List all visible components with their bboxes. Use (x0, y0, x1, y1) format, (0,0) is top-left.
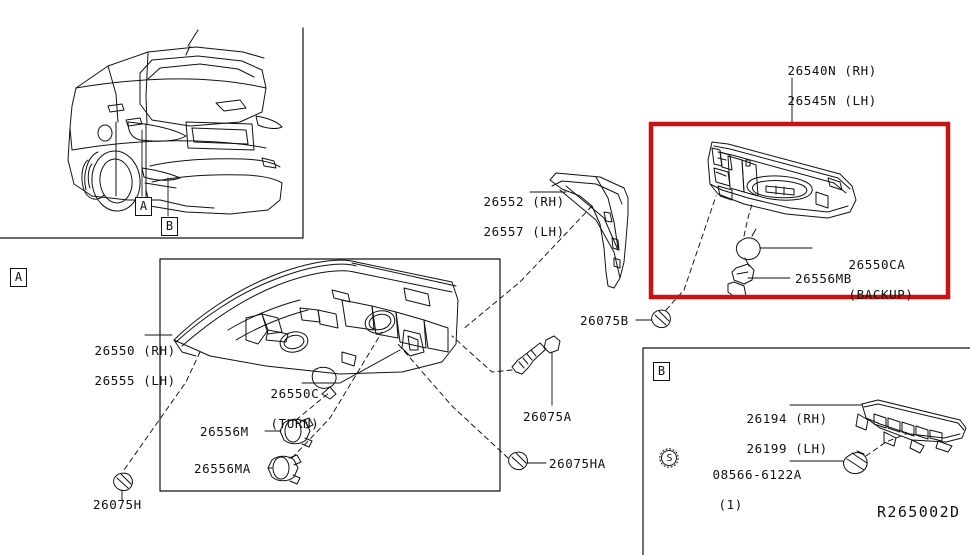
label-backup-bulb: 26550CA (BACKUP) (816, 242, 914, 317)
label-line-1: 26194 (RH) (746, 411, 828, 426)
backup-bulb-drawing (735, 228, 761, 267)
label-line-2: 26199 (LH) (746, 441, 828, 456)
label-line-1: 26550C (270, 386, 320, 401)
label-line-1: 26550CA (848, 257, 906, 272)
drawing-id: R265002D (877, 503, 961, 521)
clip-b-drawing (651, 309, 671, 329)
label-screw-08566: 08566-6122A (1) (680, 452, 802, 527)
tail-lamp-assembly-drawing (173, 259, 459, 375)
high-mount-lamp-drawing (855, 399, 967, 454)
leader-lines-solid (121, 77, 863, 501)
backup-socket-drawing (727, 263, 755, 299)
label-line-2: 26557 (LH) (483, 224, 565, 239)
turn-bulb-drawing (311, 366, 337, 400)
label-line-2: (BACKUP) (848, 287, 914, 302)
label-line-1: 26552 (RH) (483, 194, 565, 209)
label-screw-a: 26075A (523, 409, 572, 424)
section-b-frame (642, 347, 970, 555)
label-line-1: 08566-6122A (712, 467, 802, 482)
vehicle-callout-a: A (135, 197, 152, 216)
section-b-badge: B (653, 362, 670, 381)
label-backup-socket: 26556MB (795, 271, 852, 286)
clip-h-drawing (113, 472, 133, 492)
lamp-bracket-drawing (549, 172, 629, 289)
leader-lines-dashed (123, 195, 907, 471)
vehicle-callout-b: B (161, 217, 178, 236)
label-line-2: (1) (718, 497, 743, 512)
label-line-1: 26540N (RH) (787, 63, 877, 78)
supplier-s-icon: S (666, 453, 673, 464)
screw-a-drawing (511, 335, 561, 375)
backdoor-lamp-drawing (707, 141, 857, 219)
label-line-2: 26545N (LH) (787, 93, 877, 108)
vehicle-inset-frame (0, 27, 304, 239)
label-turn-bulb: 26550C (TURN) (238, 371, 319, 446)
label-line-2: 26555 (LH) (94, 373, 176, 388)
clip-ha-drawing (508, 451, 528, 471)
screw-08566-drawing (843, 450, 868, 475)
supplier-mark-circle (659, 448, 679, 468)
label-tail-lamp-assembly: 26550 (RH) 26555 (LH) (62, 328, 176, 403)
label-clip-ha: 26075HA (549, 456, 606, 471)
socket-ma-drawing (267, 454, 302, 485)
section-a-frame (159, 258, 501, 492)
label-lamp-bracket: 26552 (RH) 26557 (LH) (451, 179, 565, 254)
label-socket-ma: 26556MA (194, 461, 251, 476)
red-highlight-box (648, 121, 951, 300)
label-line-2: (TURN) (270, 416, 320, 431)
label-backdoor-lamp: 26540N (RH) 26545N (LH) (755, 48, 877, 123)
label-clip-b: 26075B (580, 313, 629, 328)
label-socket-m: 26556M (200, 424, 249, 439)
section-a-badge: A (10, 268, 27, 287)
label-high-mount-lamp: 26194 (RH) 26199 (LH) (714, 396, 828, 471)
label-line-1: 26550 (RH) (94, 343, 176, 358)
socket-m-drawing (279, 417, 314, 448)
label-clip-h: 26075H (93, 497, 142, 512)
vehicle-illustration (67, 29, 283, 217)
